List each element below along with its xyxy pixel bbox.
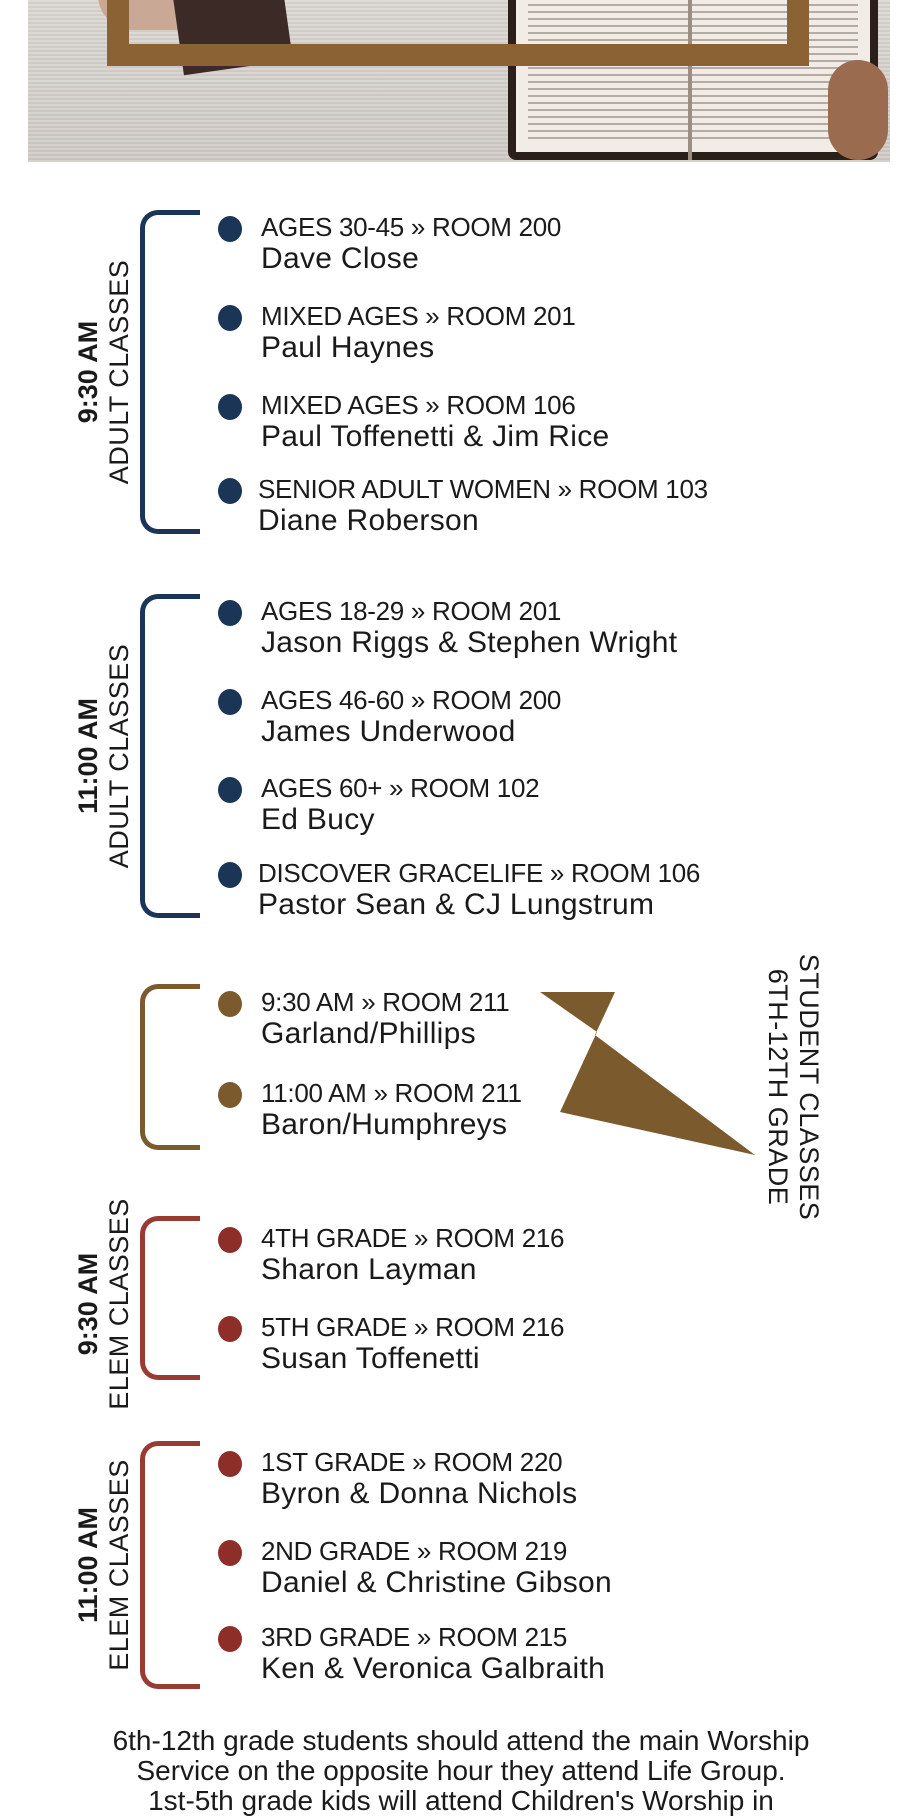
class-teacher: Garland/Phillips xyxy=(261,1017,476,1050)
group-label: ADULT CLASSES xyxy=(104,643,134,869)
bullet-icon xyxy=(218,991,242,1017)
hand-image-right xyxy=(828,60,888,160)
group-label: STUDENT CLASSES xyxy=(794,953,825,1221)
adult-1100-label: 11:00 AM ADULT CLASSES xyxy=(73,644,135,869)
elem-930-bracket xyxy=(140,1216,200,1380)
footnote-line: 1st-5th grade kids will attend Children'… xyxy=(148,1785,774,1816)
class-teacher: Paul Toffenetti & Jim Rice xyxy=(261,420,610,453)
class-teacher: Dave Close xyxy=(261,242,420,275)
class-teacher: Susan Toffenetti xyxy=(261,1342,480,1375)
class-heading: 4TH GRADE » ROOM 216 xyxy=(261,1223,565,1253)
footnote: 6th-12th grade students should attend th… xyxy=(0,1726,922,1816)
class-heading: AGES 46-60 » ROOM 200 xyxy=(261,685,562,715)
bullet-icon xyxy=(218,216,242,242)
class-heading: 11:00 AM » ROOM 211 xyxy=(261,1078,522,1108)
group-label: ADULT CLASSES xyxy=(104,259,134,485)
bullet-icon xyxy=(218,1316,242,1342)
bullet-icon xyxy=(218,1540,242,1566)
class-teacher: Byron & Donna Nichols xyxy=(261,1477,578,1510)
bullet-icon xyxy=(218,394,242,420)
class-teacher: Ken & Veronica Galbraith xyxy=(261,1652,606,1685)
student-bracket xyxy=(140,984,200,1150)
class-heading: AGES 60+ » ROOM 102 xyxy=(261,773,540,803)
class-teacher: Daniel & Christine Gibson xyxy=(261,1566,612,1599)
class-teacher: Pastor Sean & CJ Lungstrum xyxy=(258,888,655,921)
open-bible-image xyxy=(508,0,878,160)
time-label: 11:00 AM xyxy=(72,1506,103,1624)
bullet-icon xyxy=(218,1227,242,1253)
bullet-icon xyxy=(218,1082,242,1108)
bullet-icon xyxy=(218,1626,242,1652)
header-frame xyxy=(107,0,809,66)
bullet-icon xyxy=(218,305,242,331)
adult-930-bracket xyxy=(140,210,200,534)
elem-930-label: 9:30 AM ELEM CLASSES xyxy=(73,1198,135,1410)
class-teacher: Jason Riggs & Stephen Wright xyxy=(261,626,678,659)
footnote-line: 6th-12th grade students should attend th… xyxy=(112,1725,810,1756)
class-heading: AGES 30-45 » ROOM 200 xyxy=(261,212,562,242)
student-label: STUDENT CLASSES 6TH-12TH GRADE xyxy=(762,954,824,1221)
class-heading: 5TH GRADE » ROOM 216 xyxy=(261,1312,565,1342)
class-heading: SENIOR ADULT WOMEN » ROOM 103 xyxy=(258,474,708,504)
lightning-bolt-icon xyxy=(540,992,755,1155)
class-heading: MIXED AGES » ROOM 106 xyxy=(261,390,576,420)
bullet-icon xyxy=(218,862,242,888)
class-heading: 2ND GRADE » ROOM 219 xyxy=(261,1536,568,1566)
class-teacher: Sharon Layman xyxy=(261,1253,477,1286)
class-teacher: Paul Haynes xyxy=(261,331,435,364)
group-label: ELEM CLASSES xyxy=(104,1459,134,1671)
adult-1100-bracket xyxy=(140,594,200,918)
class-heading: 3RD GRADE » ROOM 215 xyxy=(261,1622,568,1652)
time-label: 9:30 AM xyxy=(72,320,103,424)
bullet-icon xyxy=(218,689,242,715)
class-teacher: Diane Roberson xyxy=(258,504,479,537)
bullet-icon xyxy=(218,600,242,626)
class-heading: MIXED AGES » ROOM 201 xyxy=(261,301,576,331)
class-heading: 9:30 AM » ROOM 211 xyxy=(261,987,510,1017)
header-photo xyxy=(28,0,890,162)
elem-1100-bracket xyxy=(140,1441,200,1689)
class-teacher: Ed Bucy xyxy=(261,803,375,836)
group-sublabel: 6TH-12TH GRADE xyxy=(763,968,793,1206)
class-heading: DISCOVER GRACELIFE » ROOM 106 xyxy=(258,858,701,888)
bullet-icon xyxy=(218,777,242,803)
time-label: 9:30 AM xyxy=(72,1252,103,1356)
class-heading: 1ST GRADE » ROOM 220 xyxy=(261,1447,563,1477)
footnote-line: Service on the opposite hour they attend… xyxy=(136,1755,786,1786)
bullet-icon xyxy=(218,478,242,504)
class-teacher: James Underwood xyxy=(261,715,516,748)
elem-1100-label: 11:00 AM ELEM CLASSES xyxy=(73,1459,135,1671)
time-label: 11:00 AM xyxy=(72,697,103,815)
bullet-icon xyxy=(218,1451,242,1477)
class-teacher: Baron/Humphreys xyxy=(261,1108,508,1141)
adult-930-label: 9:30 AM ADULT CLASSES xyxy=(73,260,135,485)
class-heading: AGES 18-29 » ROOM 201 xyxy=(261,596,562,626)
group-label: ELEM CLASSES xyxy=(104,1198,134,1410)
